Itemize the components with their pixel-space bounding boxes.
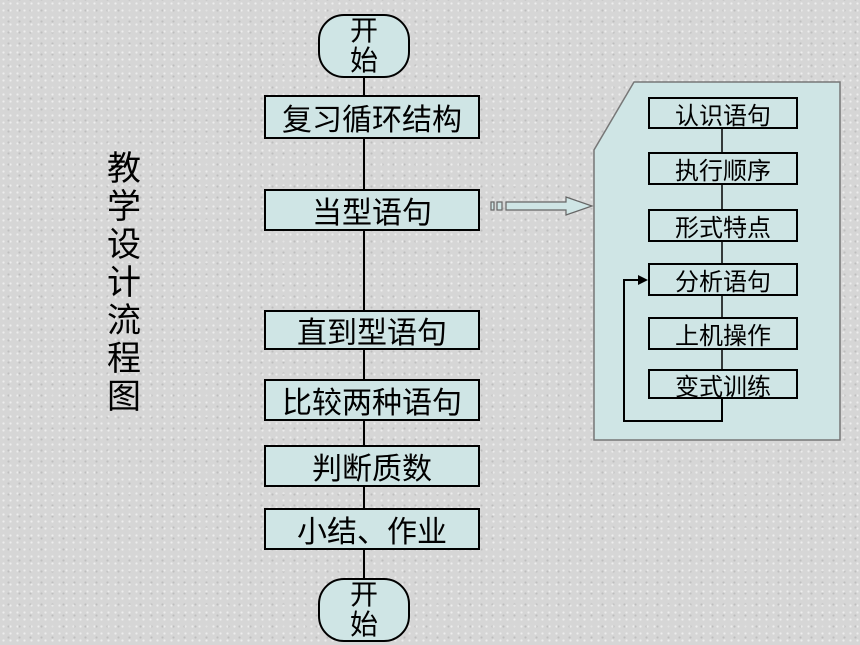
start-label: 开始 [349,14,378,77]
step-prime-check: 判断质数 [264,445,480,487]
detail-step-analyze: 分析语句 [648,263,798,296]
loop-back-line [623,279,723,422]
detail-step-variation: 变式训练 [648,369,798,401]
diagram-title: 教学设计流程图 [107,149,141,417]
expand-arrow [490,196,594,216]
detail-step-practice: 上机操作 [648,317,798,350]
detail-step-order: 执行顺序 [648,152,798,185]
step-summary-homework: 小结、作业 [264,508,480,550]
end-terminal: 开始 [318,578,410,642]
end-label: 开始 [349,578,378,641]
step-compare-statements: 比较两种语句 [264,379,480,421]
step-while-statement: 当型语句 [264,189,480,231]
detail-step-recognize: 认识语句 [648,97,798,130]
step-until-statement: 直到型语句 [264,310,480,351]
step-review-loop: 复习循环结构 [264,95,480,139]
start-terminal: 开始 [318,14,410,78]
detail-step-form: 形式特点 [648,209,798,242]
